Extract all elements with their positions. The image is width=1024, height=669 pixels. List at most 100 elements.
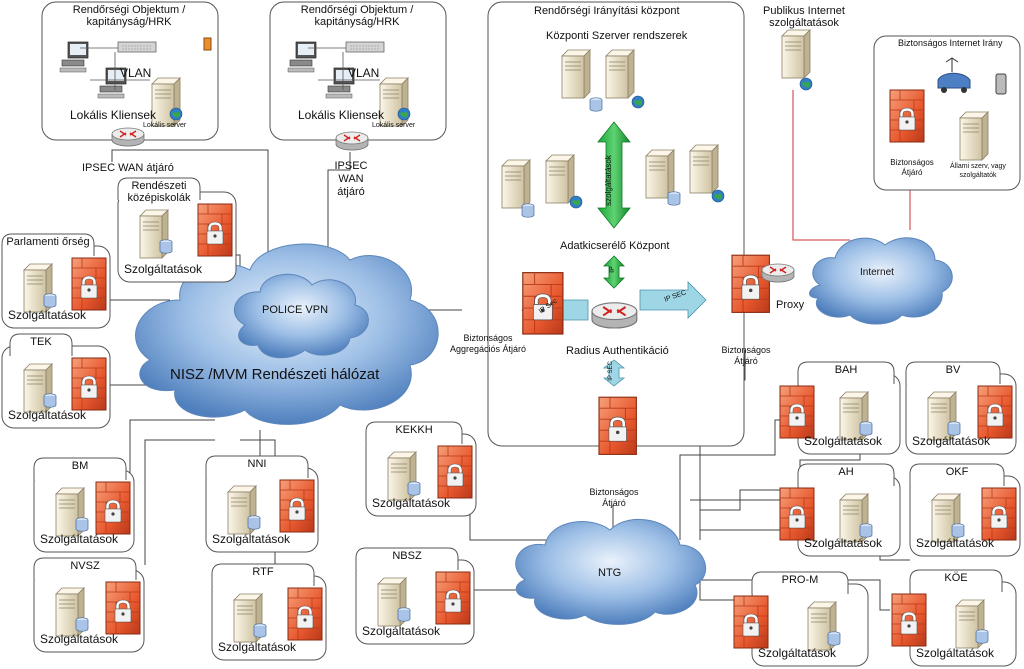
nisz-cloud-label: NISZ /MVM Rendészeti hálózat [170,366,380,383]
right-firewall-icon [731,254,770,313]
proxy-router-icon [761,263,795,283]
internet-cloud [809,237,953,325]
object-server-1: Lokális server [143,122,187,129]
ipsec-right-arrow [639,281,707,319]
public-server-icon [781,29,811,79]
site-tek [1,333,111,429]
site-okf [909,463,1021,557]
firewall-icon [891,593,927,647]
site-title-bv: BV [945,364,961,376]
server-icon [545,154,575,204]
database-icon [975,629,989,644]
firewall-icon [95,481,131,535]
firewall-icon [71,257,107,311]
server-icon [645,149,675,199]
police-vpn-label: POLICE VPN [262,304,329,316]
object-box-1 [41,1,219,141]
site-title-nbsz: NBSZ [392,550,422,562]
database-icon [43,393,57,408]
internet-links [792,90,911,241]
database-icon [159,239,173,254]
site-ah [779,463,901,557]
database-icon [521,203,535,218]
site-title-koe: KÖE [944,572,968,584]
site-title-ah: AH [838,466,854,478]
radius-router-icon [591,301,638,329]
site-title-okf: OKF [945,466,969,478]
object-gateway-2: IPSEC WAN átjáró [334,160,368,198]
firewall-icon [197,203,233,257]
database-icon [397,607,411,622]
globe-icon [711,189,725,203]
server-icon [959,111,989,161]
nisz-cloud [135,243,439,425]
proxy-label: Proxy [776,299,805,311]
secure-internet-gateway: Biztonságos Átjáró [890,158,934,177]
firewall-icon [279,479,315,533]
switch-icon [345,41,385,53]
site-services-bah: Szolgáltatások [804,434,883,448]
object-gateway-1: IPSEC WAN átjáró [82,162,174,174]
database-icon [253,623,267,638]
site-prom [733,571,869,667]
globe-icon [169,107,183,121]
ntg-cloud-label: NTG [598,567,622,579]
server-icon [689,144,719,194]
site-bm [33,457,135,553]
site-rtf [211,563,327,661]
internet-cloud-label: Internet [860,267,894,278]
database-icon [43,293,57,308]
globe-icon [397,107,411,121]
site-services-kekkh: Szolgáltatások [372,496,451,510]
object-title-1: Rendőrségi Objektum / kapitányság/HRK [72,4,186,28]
globe-icon [631,95,645,109]
site-services-okf: Szolgáltatások [916,536,995,550]
site-bah [779,361,901,455]
center-exchange: Adatkicserélő Központ [560,240,670,252]
firewall-icon [105,581,141,635]
firewall-icon [977,385,1013,439]
database-icon [827,631,841,646]
server-icon [605,49,635,99]
firewall-icon [437,445,473,499]
site-parlamenti [1,233,111,329]
site-services-koe: Szolgáltatások [916,646,995,660]
site-services-nbsz: Szolgáltatások [362,624,441,638]
firewall-icon [733,595,769,649]
state-org-label: Állami szerv, vagy szolgáltatók [950,163,1006,179]
site-services-bv: Szolgáltatások [912,434,991,448]
globe-icon [799,77,813,91]
green-exchange-arrow [597,121,631,229]
site-services-ah: Szolgáltatások [804,536,883,550]
site-services-bm: Szolgáltatások [40,532,119,546]
ntg-cloud [515,518,707,625]
site-title-bah: BAH [834,364,858,376]
firewall-icon [981,487,1017,541]
object-server-2: Lokális server [372,122,416,129]
object-clients-1: Lokális Kliensek [70,108,157,122]
center-exchange-vertical: szolgáltatások [603,155,613,206]
site-title-tek: TEK [30,336,52,348]
site-bv [905,361,1017,455]
bottom-gateway-label: Biztonságos Átjáró [589,487,639,508]
firewall-icon [287,587,323,641]
ipsec-bottom-arrow [602,359,626,387]
database-icon [589,97,603,112]
firewall-icon [779,385,815,439]
site-nvsz [33,557,145,653]
site-title-nni: NNI [247,458,267,470]
secure-internet-title: Biztonságos Internet Irány [898,38,1003,48]
wan-router-icon [111,127,145,147]
central-box [487,1,745,447]
database-icon [75,517,89,532]
center-title: Rendőrségi Irányítási központ [534,5,680,17]
site-services-rendeszeti: Szolgáltatások [124,262,203,276]
site-services-nni: Szolgáltatások [212,532,291,546]
object-vlan-2: VLAN [348,66,380,80]
center-ipsec-bottom: IP SEC [607,361,614,381]
server-icon [501,159,531,209]
database-icon [407,481,421,496]
object-clients-2: Lokális Kliensek [298,108,385,122]
wan-router-icon [335,131,369,151]
